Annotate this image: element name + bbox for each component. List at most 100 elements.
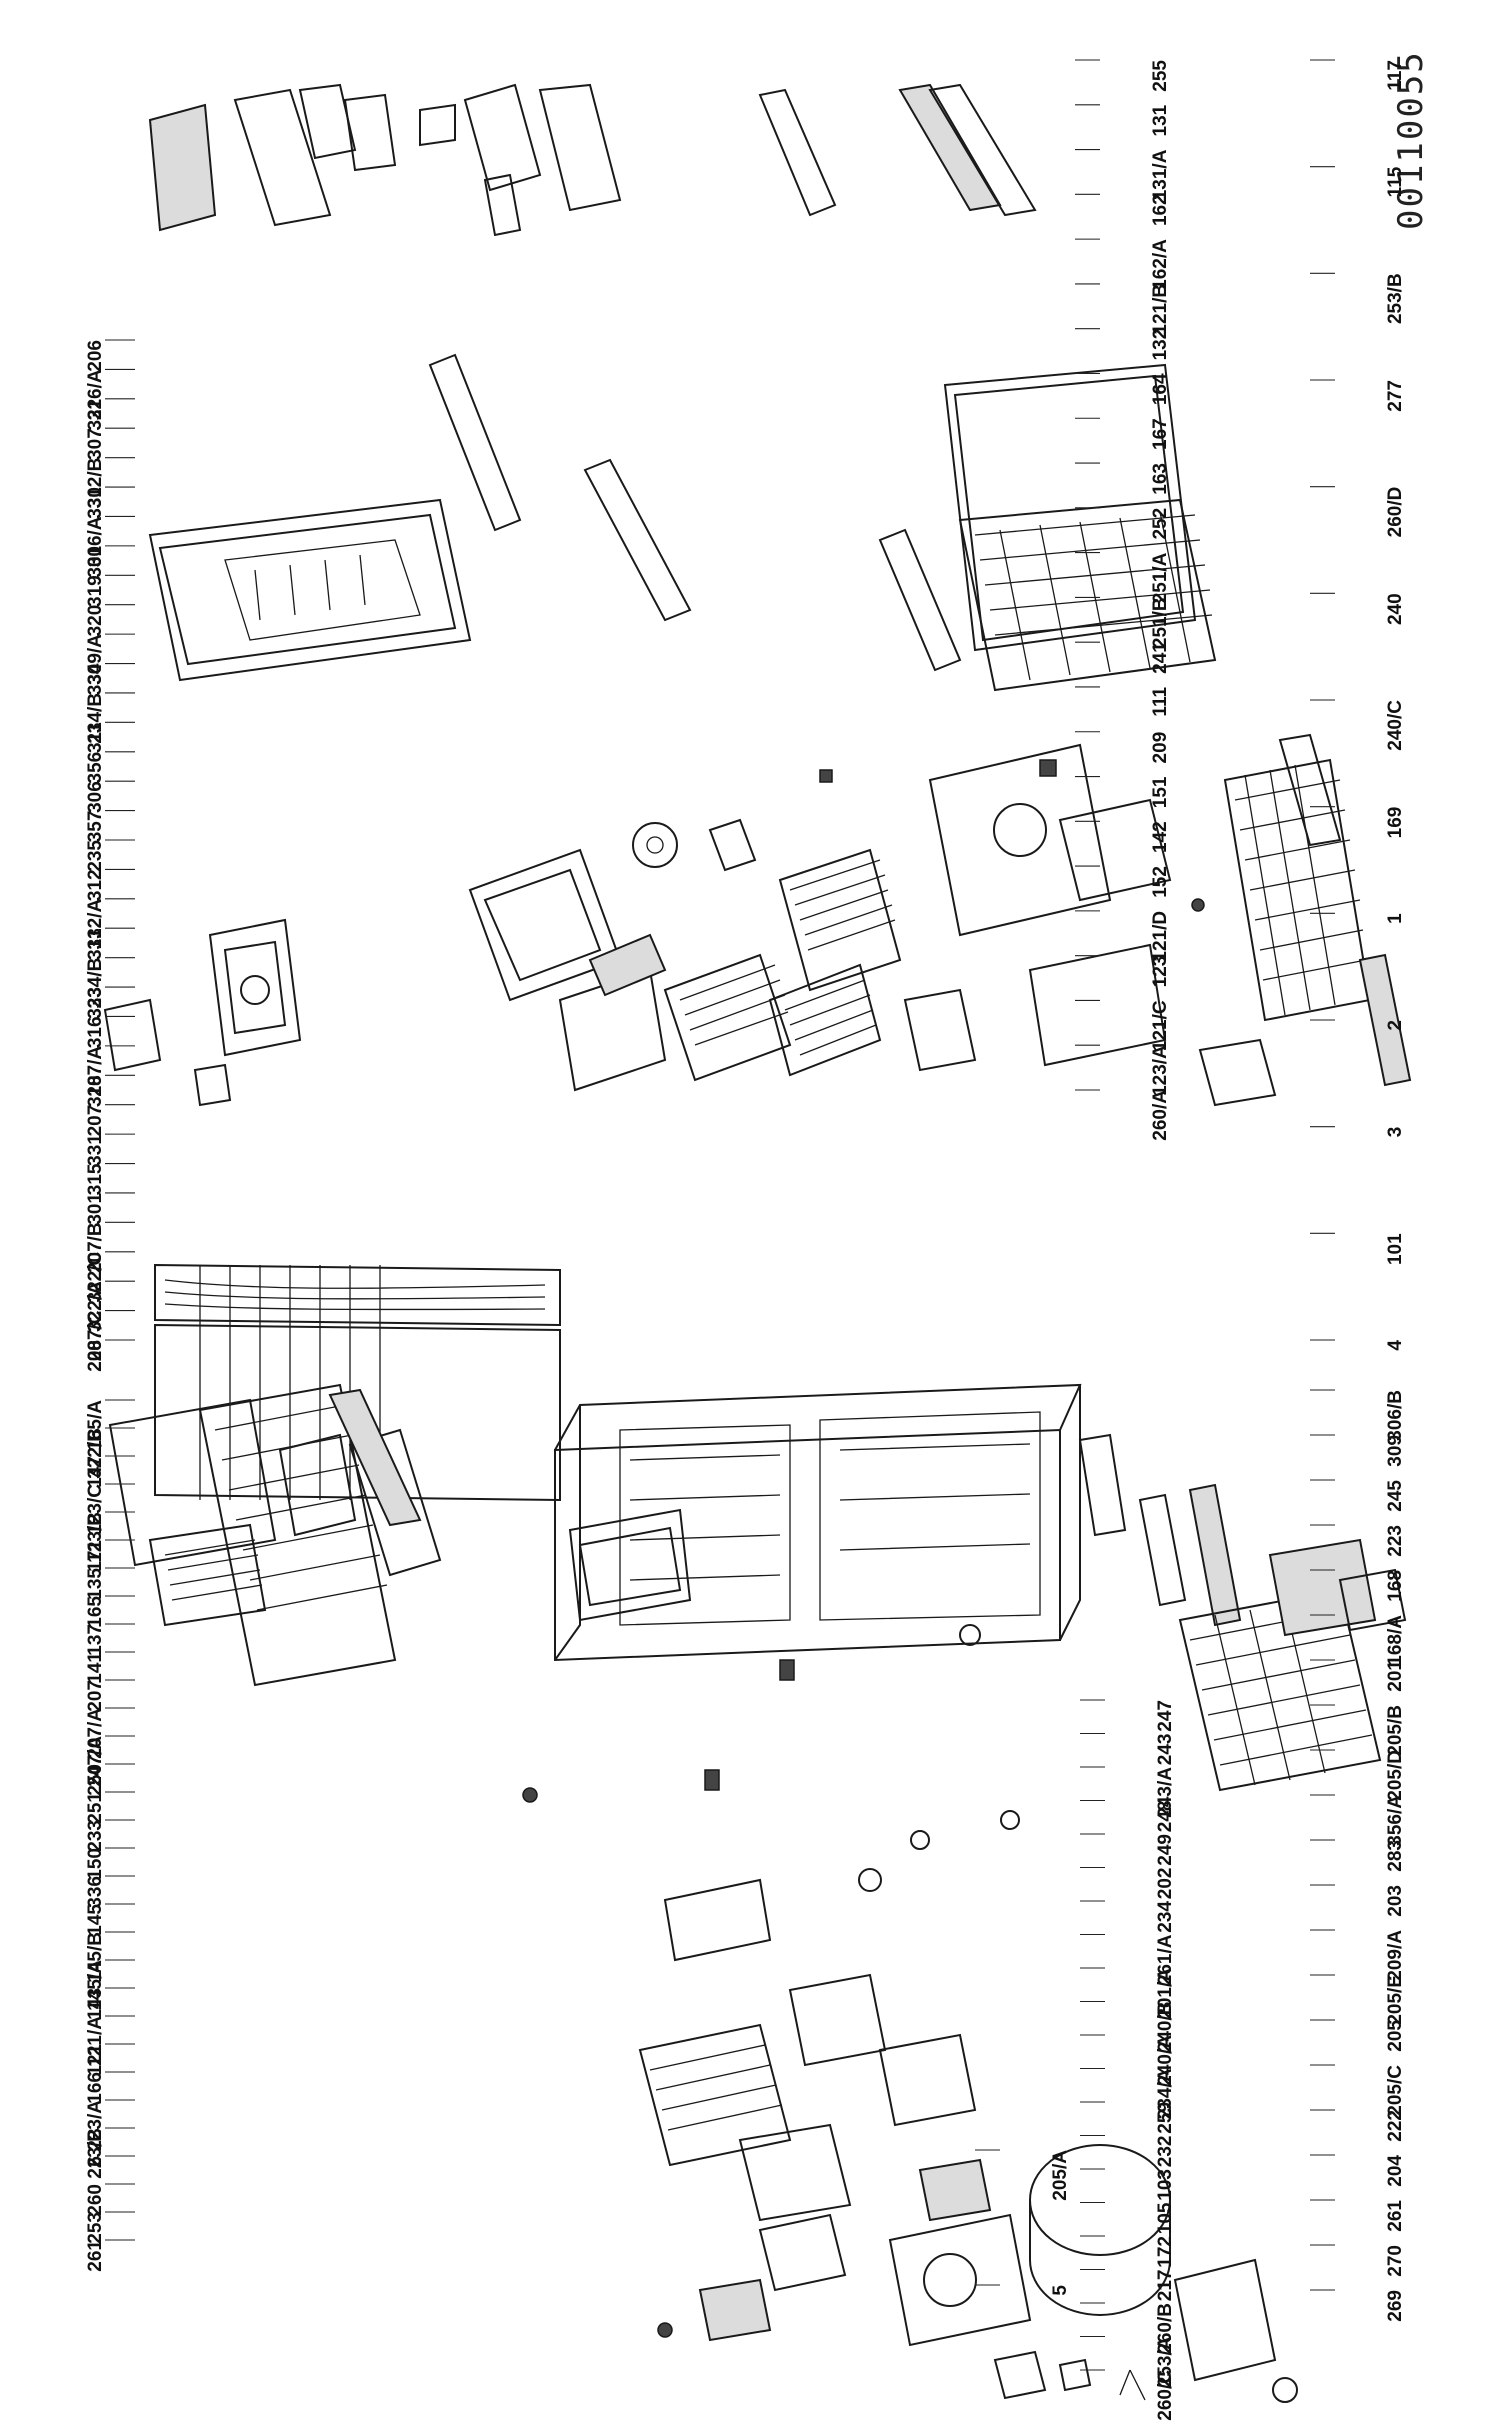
- part-label: 249: [1155, 1834, 1176, 1866]
- part-label: 205/D: [1385, 1750, 1406, 1801]
- part-label: 356/A: [1385, 1795, 1406, 1846]
- part-label: 132: [1150, 329, 1171, 361]
- part-label: 202: [1155, 1868, 1176, 1900]
- part-label: 235: [85, 840, 106, 872]
- part-label: 205/B: [1385, 1705, 1406, 1756]
- part-label: 322/B: [85, 1428, 106, 1479]
- left-panel-extra-labels: 205/A5: [975, 2149, 1071, 2296]
- part-label: 251: [85, 1792, 106, 1824]
- right-panel-top-labels: 206316/A322307312/B330306/A301319320309/…: [85, 339, 135, 1372]
- part-label: 207/A: [85, 1046, 106, 1097]
- part-label: 205/C: [1385, 2065, 1406, 2116]
- part-label: 209: [1150, 732, 1171, 764]
- part-label: 269: [1385, 2290, 1406, 2322]
- part-label: 260/C: [1155, 2370, 1176, 2421]
- part-label: 169: [1385, 807, 1406, 839]
- part-label: 172: [1155, 2236, 1176, 2268]
- part-label: 316: [85, 1016, 106, 1048]
- part-label: 3: [1385, 1127, 1406, 1138]
- part-label: 234/B: [85, 958, 106, 1009]
- part-label: 207/A: [85, 1708, 106, 1759]
- part-label: 142: [1150, 821, 1171, 853]
- part-label: 357: [85, 811, 106, 843]
- part-label: 334: [85, 663, 106, 695]
- part-label: 240: [1385, 593, 1406, 625]
- part-label: 5: [1050, 2285, 1071, 2296]
- part-label: 309/A: [85, 634, 106, 685]
- part-label: 147: [85, 1456, 106, 1488]
- part-label: 137: [85, 1624, 106, 1656]
- part-label: 234/B: [85, 693, 106, 744]
- part-label: 260/B: [1155, 2303, 1176, 2354]
- part-label: 162/A: [1150, 239, 1171, 290]
- part-label: 223/B: [85, 2128, 106, 2179]
- part-label: 240/A: [1155, 2035, 1176, 2086]
- part-label: 247/A: [85, 1736, 106, 1787]
- part-label: 301: [85, 545, 106, 577]
- part-label: 6: [85, 2156, 106, 2167]
- part-label: 223: [1385, 1525, 1406, 1557]
- part-label: 270: [1385, 2245, 1406, 2277]
- part-label: 151: [1150, 776, 1171, 808]
- part-label: 331: [85, 1134, 106, 1166]
- part-label: 123/C: [85, 1484, 106, 1535]
- part-label: 207: [85, 1105, 106, 1137]
- part-label: 356: [85, 752, 106, 784]
- part-label: 253/B: [1385, 273, 1406, 324]
- part-label: 248: [1155, 1801, 1176, 1833]
- part-label: 322/A: [85, 1281, 106, 1332]
- part-label: 123: [1150, 956, 1171, 988]
- part-label: 121/D: [1150, 911, 1171, 962]
- part-label: 313: [85, 928, 106, 960]
- part-label: 123/B: [85, 1512, 106, 1563]
- part-label: 101: [1385, 1233, 1406, 1265]
- part-label: 145: [85, 1904, 106, 1936]
- part-label: 222: [1385, 2110, 1406, 2142]
- part-label: 311: [85, 722, 106, 753]
- part-label: 111: [1150, 687, 1171, 717]
- part-label: 123/A: [1150, 1045, 1171, 1096]
- part-label: 162: [1150, 194, 1171, 226]
- part-label: 135: [85, 1568, 106, 1600]
- part-label: 322: [85, 399, 106, 431]
- part-label: 121: [85, 2044, 106, 2076]
- part-label: 234: [1155, 1901, 1176, 1933]
- part-label: 306/A: [85, 516, 106, 567]
- part-label: 207: [85, 1680, 106, 1712]
- part-label: 208: [85, 1340, 106, 1372]
- part-label: 131/A: [1150, 149, 1171, 200]
- part-label: 316/A: [85, 369, 106, 420]
- part-label: 115: [1385, 166, 1406, 197]
- part-label: 253: [85, 2212, 106, 2244]
- part-label: 2: [1385, 1020, 1406, 1031]
- part-label: 247: [1155, 1700, 1176, 1732]
- part-label: 318: [85, 1075, 106, 1107]
- part-label: 168: [1385, 1570, 1406, 1602]
- part-label: 315: [85, 1163, 106, 1195]
- part-label: 207/B: [85, 1222, 106, 1273]
- part-label: 4: [1385, 1340, 1406, 1351]
- part-label: 245: [1385, 1480, 1406, 1512]
- part-label: 306: [85, 781, 106, 813]
- part-label: 336: [85, 1876, 106, 1908]
- part-label: 312: [85, 869, 106, 901]
- part-label: 260/D: [1385, 487, 1406, 538]
- part-label: 253/A: [1155, 2336, 1176, 2387]
- part-label: 1: [1385, 913, 1406, 924]
- part-label: 260/A: [1150, 1090, 1171, 1141]
- part-label: 207/C: [85, 1310, 106, 1361]
- part-label: 201: [1385, 1660, 1406, 1692]
- part-label: 306/B: [1385, 1390, 1406, 1441]
- part-label: 261/A: [1155, 1934, 1176, 1985]
- part-label: 217: [1155, 2270, 1176, 2302]
- left-panel-drawings: [108, 1263, 1407, 2403]
- part-label: 206: [85, 340, 106, 372]
- part-label: 261: [85, 2240, 106, 2272]
- part-label: 241: [1150, 642, 1171, 674]
- part-label: 203: [1385, 1885, 1406, 1917]
- part-label: 167: [1150, 418, 1171, 450]
- part-label: 283: [1385, 1840, 1406, 1872]
- part-label: 277: [1385, 380, 1406, 412]
